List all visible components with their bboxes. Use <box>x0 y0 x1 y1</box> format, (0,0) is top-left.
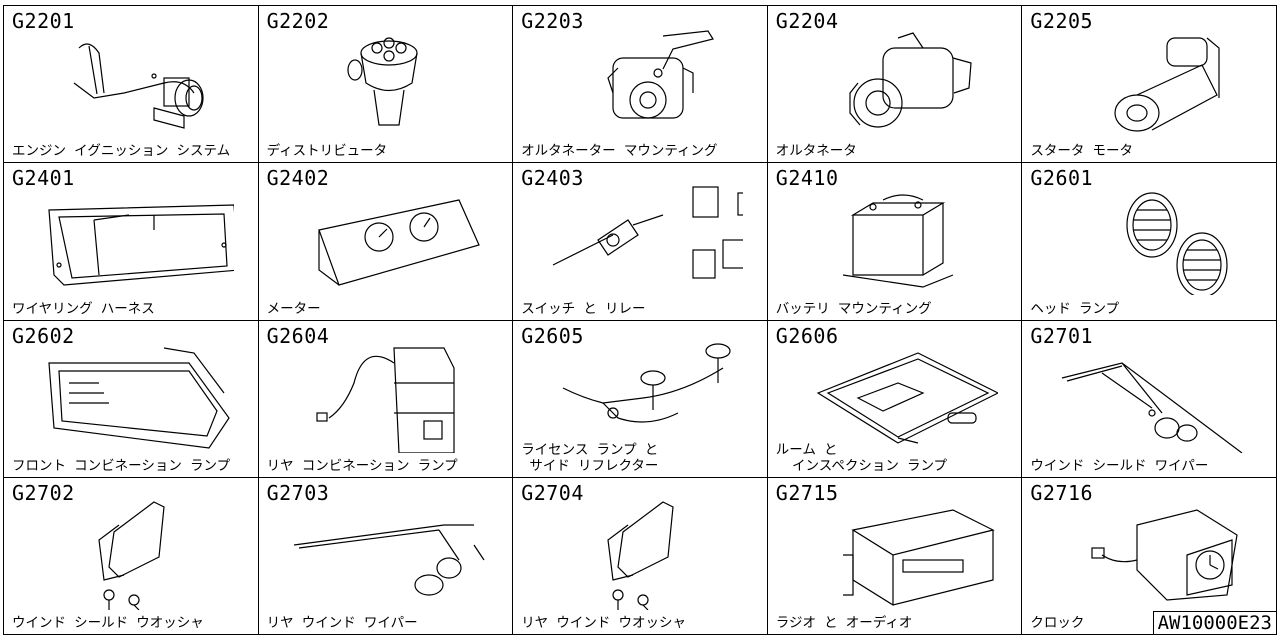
part-label: ライセンス ランプ と サイド リフレクター <box>521 441 659 474</box>
part-cell-g2403[interactable]: G2403 スイッチ と リレー <box>513 163 768 321</box>
alternator-mounting-icon <box>543 28 743 138</box>
part-cell-g2716[interactable]: G2716 クロック <box>1022 477 1277 635</box>
part-code: G2201 <box>12 9 75 33</box>
part-label: ディストリビュータ <box>266 143 388 160</box>
wiring-harness-icon <box>34 185 240 295</box>
part-code: G2410 <box>775 166 839 191</box>
part-label: スイッチ と リレー <box>521 300 646 317</box>
part-label: スタータ モータ <box>1030 143 1134 160</box>
part-label: リヤ ウインド ワイパー <box>266 615 418 631</box>
windshield-washer-icon <box>34 500 234 611</box>
part-cell-g2401[interactable]: G2401 ワイヤリング ハーネス <box>4 163 259 321</box>
part-code: G2203 <box>521 9 584 33</box>
part-code: G2205 <box>1030 9 1094 33</box>
part-code: G2604 <box>266 323 330 348</box>
ignition-system-icon <box>34 28 234 138</box>
part-cell-g2704[interactable]: G2704 リヤ ウインド ウオッシャ <box>513 477 768 635</box>
part-label: フロント コンビネーション ランプ <box>12 457 231 474</box>
meter-icon <box>289 185 489 295</box>
part-label: メーター <box>266 300 321 317</box>
part-cell-g2204[interactable]: G2204 オルタネータ <box>767 6 1023 164</box>
part-label: ウインド シールド ワイパー <box>1030 457 1209 474</box>
distributor-icon <box>289 28 489 138</box>
front-combination-lamp-icon <box>34 343 234 453</box>
part-cell-g2605[interactable]: G2605 ライセンス ランプ と サイド リフレクター <box>513 320 768 478</box>
part-label: エンジン イグニッション システム <box>12 143 231 160</box>
part-cell-g2601[interactable]: G2601 ヘッド ランプ <box>1022 163 1277 321</box>
part-cell-g2702[interactable]: G2702 ウインド シールド ウオッシャ <box>4 477 259 635</box>
part-cell-g2410[interactable]: G2410 バッテリ マウンティング <box>767 163 1023 321</box>
part-code: G2704 <box>521 480 584 505</box>
part-cell-g2602[interactable]: G2602 フロント コンビネーション ランプ <box>4 320 259 478</box>
part-label: ワイヤリング ハーネス <box>12 300 155 317</box>
part-cell-g2402[interactable]: G2402 メーター <box>258 163 514 321</box>
rear-washer-icon <box>543 500 743 611</box>
part-code: G2605 <box>521 323 584 348</box>
part-label: リヤ ウインド ウオッシャ <box>521 615 686 631</box>
part-code: G2701 <box>1030 323 1094 348</box>
part-cell-g2604[interactable]: G2604 リヤ コンビネーション ランプ <box>258 320 514 478</box>
part-label: オルタネーター マウンティング <box>521 143 718 160</box>
part-label: バッテリ マウンティング <box>775 300 932 317</box>
part-label: ウインド シールド ウオッシャ <box>12 615 204 631</box>
part-code: G2715 <box>775 480 839 505</box>
part-label: ラジオ と オーディオ <box>775 615 913 631</box>
part-cell-g2205[interactable]: G2205 スタータ モータ <box>1022 6 1277 164</box>
parts-index-grid: G2201 エンジン イグニッション システム G2202 ディストリ <box>3 5 1277 635</box>
starter-motor-icon <box>1052 28 1252 138</box>
part-code: G2606 <box>775 323 839 348</box>
battery-icon <box>798 185 998 295</box>
part-cell-g2703[interactable]: G2703 リヤ ウインド ワイパー <box>258 477 514 635</box>
part-code: G2401 <box>12 166 75 191</box>
clock-icon <box>1052 500 1252 610</box>
room-lamp-icon <box>798 343 1000 453</box>
part-code: G2202 <box>266 9 330 33</box>
headlamp-icon <box>1052 185 1252 298</box>
part-cell-g2203[interactable]: G2203 オルタネーター マウンティング <box>513 6 768 164</box>
part-label: ヘッド ランプ <box>1030 300 1120 317</box>
part-cell-g2701[interactable]: G2701 ウインド シールド ワイパー <box>1022 320 1277 478</box>
switch-relay-icon <box>543 185 757 295</box>
part-code: G2204 <box>775 9 839 33</box>
part-label: オルタネータ <box>775 143 857 160</box>
part-cell-g2201[interactable]: G2201 エンジン イグニッション システム <box>4 6 259 164</box>
part-label: リヤ コンビネーション ランプ <box>266 457 458 474</box>
part-code: G2716 <box>1030 480 1094 505</box>
part-code: G2403 <box>521 166 584 191</box>
part-code: G2602 <box>12 323 75 348</box>
part-label: クロック <box>1030 615 1085 631</box>
part-cell-g2606[interactable]: G2606 ルーム と インスペクション ランプ <box>767 320 1023 478</box>
part-label: ルーム と インスペクション ランプ <box>775 441 948 474</box>
rear-wiper-icon <box>289 500 489 610</box>
alternator-icon <box>798 28 998 138</box>
part-cell-g2715[interactable]: G2715 ラジオ と オーディオ <box>767 477 1023 635</box>
radio-audio-icon <box>798 500 998 610</box>
license-lamp-icon <box>543 342 743 453</box>
part-code: G2601 <box>1030 166 1094 191</box>
part-code: G2702 <box>12 480 75 505</box>
rear-combination-lamp-icon <box>289 343 489 454</box>
part-code: G2703 <box>266 480 330 505</box>
part-code: G2402 <box>266 166 330 191</box>
windshield-wiper-icon <box>1052 343 1252 453</box>
part-cell-g2202[interactable]: G2202 ディストリビュータ <box>258 6 514 164</box>
diagram-id: AW10000E23 <box>1152 611 1277 635</box>
